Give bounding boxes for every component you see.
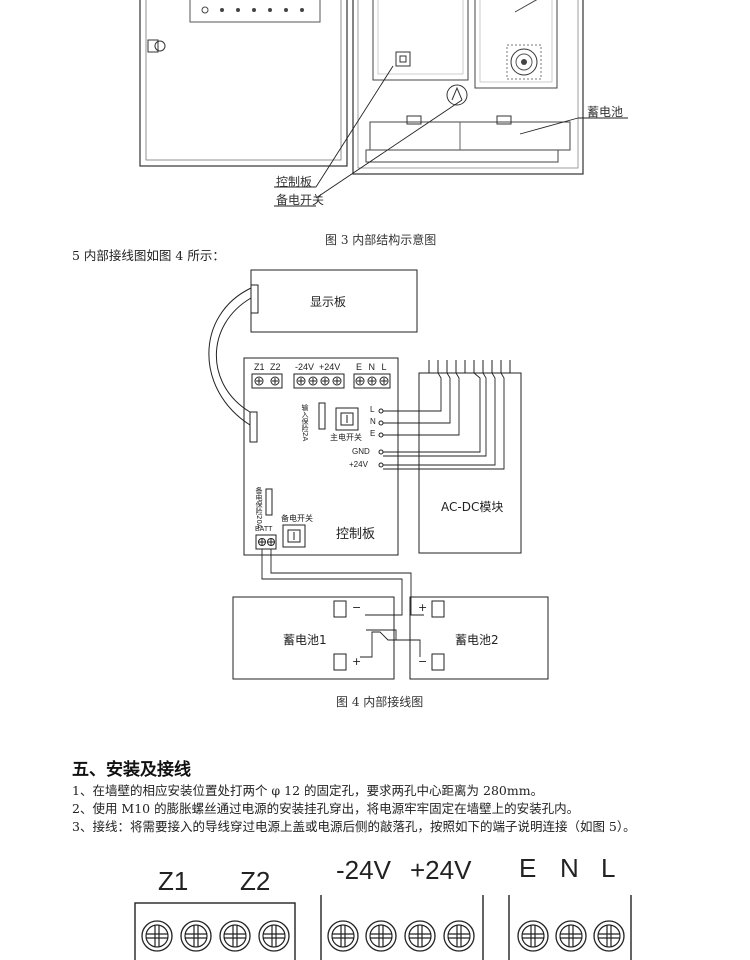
acdc-module-label: AC-DC模块 [441, 500, 504, 514]
fig5-pos24-label: +24V [410, 855, 472, 885]
fig5-n-label: N [560, 853, 579, 883]
battery-2-box [409, 596, 549, 680]
display-board-label: 显示板 [310, 295, 347, 309]
fig5-z1-label: Z1 [158, 866, 189, 896]
fig5-neg24-label: -24V [336, 855, 391, 885]
battery-1-plus: + [352, 655, 362, 668]
section-heading: 五、安装及接线 [72, 760, 191, 780]
terminal-z1-label: Z1 [254, 362, 265, 372]
pin-gnd-label: GND [352, 447, 370, 456]
pin-E-label: E [370, 429, 376, 438]
fig5-e-label: E [519, 853, 537, 883]
terminal-z2-label: Z2 [270, 362, 281, 372]
acdc-module-box [418, 372, 522, 554]
figure-3-caption: 图 3 内部结构示意图 [325, 233, 437, 247]
main-switch-label: 主电开关 [330, 433, 362, 442]
backup-switch-label: 备电开关 [281, 514, 313, 523]
terminal-neg24-label: -24V [295, 362, 315, 372]
list-item: 1、在墙壁的相应安装位置处打两个 φ 12 的固定孔，要求两孔中心距离为 280… [72, 783, 544, 798]
battery-1-minus: − [352, 601, 362, 614]
fig5-l-label: L [601, 853, 616, 883]
label-control-board: 控制板 [276, 175, 313, 189]
list-item: 2、使用 M10 的膨胀螺丝通过电源的安装挂孔穿出，将电源牢牢固定在墙壁上的安装… [72, 801, 580, 816]
figure-4-caption: 图 4 内部接线图 [336, 695, 424, 709]
control-board-label: 控制板 [336, 527, 376, 542]
terminal-enl-label: E N L [356, 362, 389, 372]
figure-3-internal-structure [139, 0, 628, 207]
battery-2-minus: − [418, 655, 428, 668]
pin-L-label: L [370, 405, 375, 414]
figure-5-terminal-blocks [134, 895, 632, 960]
main-fuse-label: 输入保险2A [301, 404, 309, 442]
label-backup-switch: 备电开关 [276, 193, 325, 207]
battery-1-box [232, 596, 395, 680]
list-item: 3、接线：将需要接入的导线穿过电源上盖或电源后侧的敲落孔，按照如下的端子说明连接… [72, 819, 636, 834]
intro-line: 5 内部接线图如图 4 所示： [72, 248, 225, 263]
pin-N-label: N [370, 417, 376, 426]
battery-2-label: 蓄电池2 [455, 633, 499, 647]
backup-fuse-label: 备电保险20A [255, 487, 263, 529]
battery-2-plus: + [418, 601, 428, 614]
fig5-z2-label: Z2 [240, 866, 271, 896]
batt-label: BATT [255, 526, 273, 533]
pin-24v-label: +24V [349, 460, 368, 469]
control-board-box [243, 357, 399, 556]
terminal-pos24-label: +24V [319, 362, 341, 372]
label-battery: 蓄电池 [587, 105, 624, 119]
figure-4-wiring-diagram [208, 269, 549, 680]
battery-1-label: 蓄电池1 [283, 633, 327, 647]
